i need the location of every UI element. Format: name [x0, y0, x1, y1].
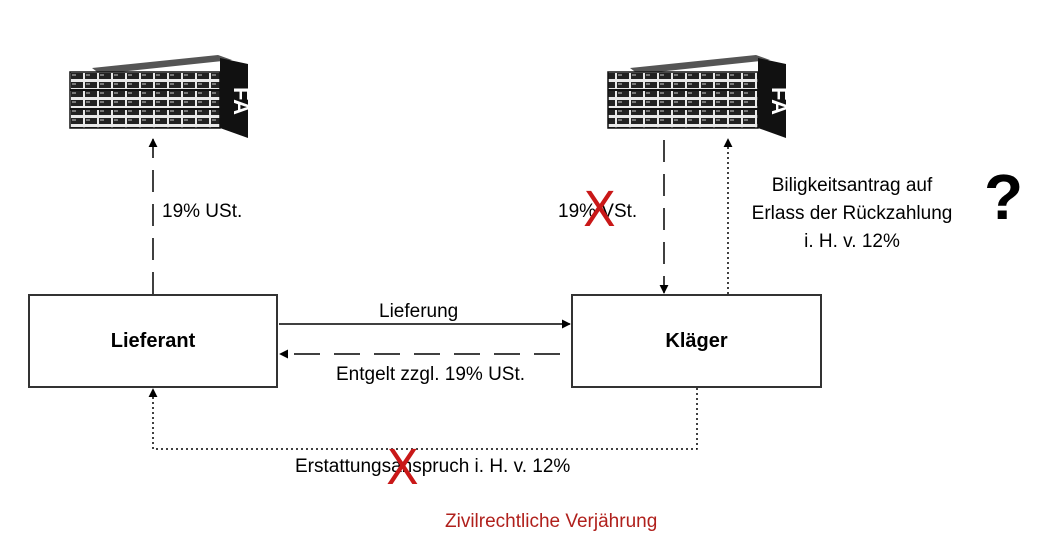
fa-sign-left: FA: [229, 87, 254, 115]
label-fa-to-klaeger: 19% VSt.: [558, 201, 638, 222]
label-billigkeit: Biligkeitsantrag auf Erlass der Rückzahl…: [733, 172, 971, 256]
arrow-erstattung: [148, 388, 698, 450]
tax-office-left-icon: FA: [69, 55, 254, 138]
label-billigkeit-line-1: Biligkeitsantrag auf: [771, 175, 933, 196]
label-lieferant-to-fa: 19% USt.: [162, 201, 243, 222]
node-klaeger: Kläger: [571, 294, 822, 388]
node-klaeger-label: Kläger: [665, 329, 728, 352]
label-billigkeit-line-3: i. H. v. 12%: [804, 231, 900, 252]
label-erstattung: Erstattungsanspruch i. H. v. 12%: [295, 456, 571, 477]
label-verjaehrung: Zivilrechtliche Verjährung: [445, 511, 658, 532]
label-lieferung: Lieferung: [379, 301, 459, 322]
tax-office-right-icon: FA: [607, 55, 792, 138]
node-lieferant: Lieferant: [28, 294, 278, 388]
strike-mark-erstattung: X: [386, 440, 419, 496]
fa-sign-right: FA: [767, 87, 792, 115]
node-lieferant-label: Lieferant: [110, 329, 196, 352]
label-billigkeit-line-2: Erlass der Rückzahlung: [751, 203, 953, 224]
label-entgelt: Entgelt zzgl. 19% USt.: [336, 364, 526, 385]
question-mark: ?: [984, 161, 1024, 233]
strike-mark-vst: X: [583, 182, 616, 238]
